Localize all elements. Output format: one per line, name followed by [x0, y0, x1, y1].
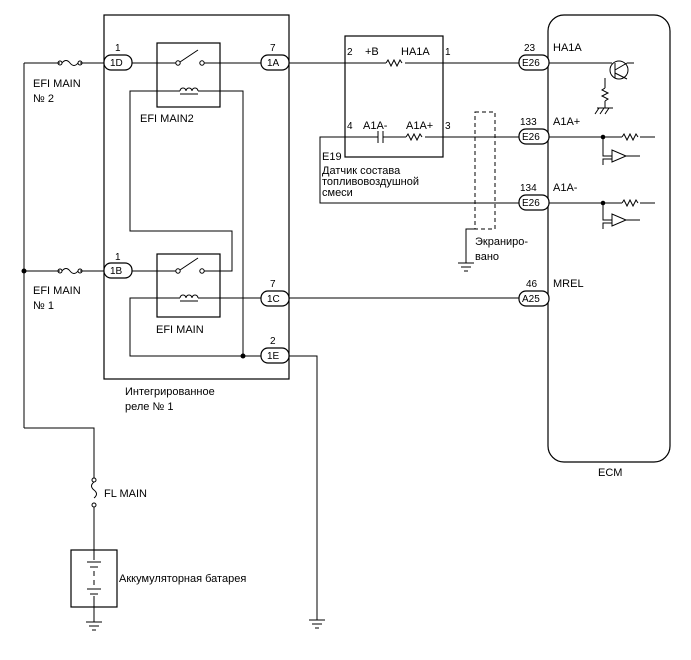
shield-label-1: Экраниро- [475, 236, 528, 248]
sensor-id: E19 [322, 151, 342, 163]
fuse-efi-main-1-label-a: EFI MAIN [33, 285, 81, 297]
ecm-conn-label-23: E26 [522, 58, 540, 69]
relay-pin-1d-label: 1D [110, 58, 123, 69]
fuse-efi-main-2-label-b: № 2 [33, 93, 54, 105]
shield-drain-wire [465, 228, 475, 263]
sensor-a1a-minus-label: A1A- [363, 120, 388, 132]
relay-pin-1b-label: 1B [110, 266, 123, 277]
relay-1e-ground-wire [289, 355, 318, 620]
sensor-internal [345, 58, 443, 143]
junction-dot-1e [240, 353, 246, 359]
relay-name-line2: реле № 1 [125, 401, 173, 413]
ecm-a1a-minus-circuit [549, 198, 655, 229]
sensor-desc-1: Датчик состава [322, 165, 401, 177]
ecm-pin-num-23: 23 [524, 43, 536, 54]
fuse-efi-main-2 [57, 60, 83, 66]
battery-label: Аккумуляторная батарея [119, 573, 246, 585]
ecm-pin-name-ha1a: HA1A [553, 42, 582, 54]
junction-dot-feed [21, 268, 27, 274]
ecm-pin-name-a1a-minus: A1A- [553, 182, 578, 194]
relay-pin-1c-num: 7 [270, 279, 276, 290]
ecm-pin-name-a1a-plus: A1A+ [553, 116, 580, 128]
fuse-efi-main-1 [57, 268, 83, 274]
ecm-pin-num-133: 133 [520, 117, 537, 128]
shield-label-2: вано [475, 251, 499, 263]
ecm-conn-label-134: E26 [522, 198, 540, 209]
relay-pin-1d-num: 1 [115, 43, 121, 54]
relay-ground-icon [309, 619, 325, 629]
sensor-pin-4-num: 4 [347, 121, 353, 132]
sensor-pin-plus-b: +B [365, 46, 379, 58]
relay-pin-1e-label: 1E [267, 351, 280, 362]
sensor-desc-2: топливовоздушной [322, 176, 419, 188]
ecm-connector-a25-46 [518, 290, 550, 307]
relay-pin-1b-num: 1 [115, 252, 121, 263]
ecm-pin-num-134: 134 [520, 183, 537, 194]
ecm-pin-num-46: 46 [526, 279, 538, 290]
ecm-pin-name-mrel: MREL [553, 278, 584, 290]
sensor-ha1a-label: HA1A [401, 46, 430, 58]
ecm-conn-label-133: E26 [522, 132, 540, 143]
sensor-pin-3-num: 3 [445, 121, 451, 132]
sensor-desc-3: смеси [322, 187, 353, 199]
relay-efi-main-label: EFI MAIN [156, 324, 204, 336]
fuse-efi-main-2-label-a: EFI MAIN [33, 78, 81, 90]
relay-pin-1a-label: 1A [267, 58, 280, 69]
ecm-transistor-icon [549, 60, 634, 115]
ecm-a1a-plus-circuit [549, 132, 655, 165]
fuse-fl-main [91, 477, 97, 508]
battery-symbol [70, 549, 118, 622]
sensor-a1a-plus-label: A1A+ [406, 120, 433, 132]
sensor-pin-1-num: 1 [445, 47, 451, 58]
battery-ground-icon [86, 621, 102, 631]
ecm-block [547, 14, 671, 463]
relay-pin-1e-num: 2 [270, 336, 276, 347]
relay-name-line1: Интегрированное [125, 386, 215, 398]
fuse-fl-main-label: FL MAIN [104, 488, 147, 500]
relay-pin-1c-label: 1C [267, 294, 280, 305]
relay-pin-1a-num: 7 [270, 43, 276, 54]
fuse-efi-main-1-label-b: № 1 [33, 300, 54, 312]
shield-ground-icon [458, 262, 474, 272]
ecm-label: ECM [598, 467, 622, 479]
relay-efi-main2-label: EFI MAIN2 [140, 113, 194, 125]
relay-efi-main [156, 253, 221, 318]
ecm-conn-label-46: A25 [522, 294, 540, 305]
relay-efi-main2 [156, 42, 221, 108]
signal-wiring [289, 62, 520, 299]
shield-outline [474, 111, 496, 230]
sensor-pin-2-num: 2 [347, 47, 353, 58]
power-feed-wiring [23, 62, 104, 550]
